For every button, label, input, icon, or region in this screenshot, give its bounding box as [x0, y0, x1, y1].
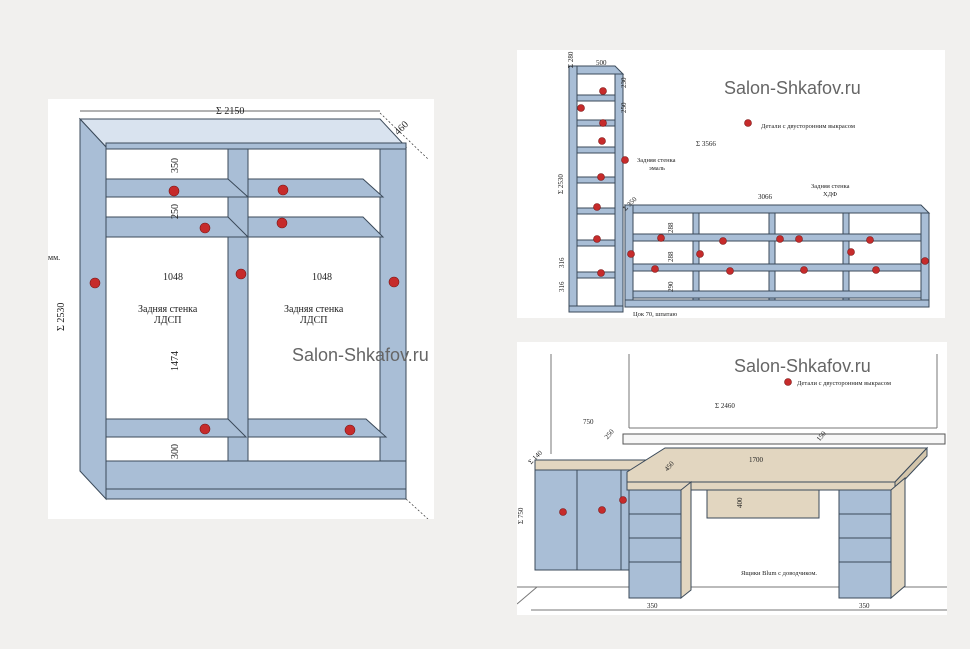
desk-leg-width-left: 350 [647, 602, 658, 610]
wardrobe-right-section-width: 1048 [312, 272, 332, 283]
desk-blum-note: Ящики Blum с доводчиком. [741, 570, 817, 577]
shelving-legend: Детали с двусторонним выкрасом [761, 123, 855, 130]
wardrobe-watermark: Salon-Shkafov.ru [292, 345, 429, 365]
shelving-back-wall-left-1: Задняя стенка [637, 157, 676, 164]
wardrobe-diagram: Σ 2150 460 Σ 2530 мм. 350 250 1048 1048 … [48, 106, 429, 519]
desk-top-length: 1700 [749, 456, 764, 464]
desk-height: Σ 750 [517, 507, 525, 524]
wardrobe-total-width: Σ 2150 [216, 106, 244, 117]
shelving-back-wall-left-2: эмаль [649, 165, 665, 172]
shelving-row-dim-3: 290 [667, 281, 675, 292]
shelving-drawing-panel: Salon-Shkafov.ru Детали с двусторонним в… [517, 50, 945, 318]
shelving-col-low-2: 316 [558, 281, 566, 292]
desk-depth-250: 250 [603, 427, 616, 441]
desk-drawer-height: 400 [736, 497, 744, 508]
shelving-col-height: Σ 2530 [557, 174, 565, 194]
wardrobe-right-back-wall-2: ЛДСП [300, 315, 328, 326]
wardrobe-left-cut-text: мм. [48, 253, 60, 262]
desk-leg-width-right: 350 [859, 602, 870, 610]
shelving-row-dim-2: 288 [667, 251, 675, 262]
desk-depth-750: 750 [583, 418, 594, 426]
shelving-col-shelf-250: 250 [620, 102, 628, 113]
wardrobe-drawing-panel: Σ 2150 460 Σ 2530 мм. 350 250 1048 1048 … [48, 99, 434, 519]
wardrobe-left-section-width: 1048 [163, 272, 183, 283]
shelving-plinth-note: Цок 70, шпатаю [633, 311, 677, 318]
wardrobe-total-height: Σ 2530 [56, 303, 67, 331]
shelving-col-low-1: 316 [558, 257, 566, 268]
wardrobe-right-back-wall-1: Задняя стенка [284, 304, 344, 315]
desk-legend: Детали с двусторонним выкрасом [797, 380, 891, 387]
shelving-row-dim-1: 288 [667, 222, 675, 233]
shelving-diagram: Salon-Shkafov.ru Детали с двусторонним в… [557, 51, 931, 318]
wardrobe-shelf-dim-1: 350 [170, 158, 181, 173]
wardrobe-shelf-dim-2: 250 [170, 204, 181, 219]
desk-total-width: Σ 2460 [715, 402, 735, 410]
shelving-watermark: Salon-Shkafov.ru [724, 78, 861, 98]
wardrobe-hang-height: 1474 [170, 351, 181, 371]
wardrobe-bottom-height: 300 [170, 444, 181, 459]
shelving-col-width: 500 [596, 59, 607, 67]
wardrobe-left-back-wall-1: Задняя стенка [138, 304, 198, 315]
desk-watermark: Salon-Shkafov.ru [734, 356, 871, 376]
shelving-back-wall-right-1: Задняя стенка [811, 183, 850, 190]
shelving-low-width: 3066 [758, 193, 773, 201]
desk-drawing-panel: Salon-Shkafov.ru Детали с двусторонним в… [517, 342, 947, 615]
shelving-total-width: Σ 3566 [696, 140, 716, 148]
desk-diagram: Salon-Shkafov.ru Детали с двусторонним в… [517, 354, 947, 611]
shelving-col-shelf-230: 230 [620, 77, 628, 88]
wardrobe-left-back-wall-2: ЛДСП [154, 315, 182, 326]
shelving-back-wall-right-2: ХДФ [823, 191, 837, 198]
shelving-top-depth: Σ 280 [567, 51, 575, 68]
